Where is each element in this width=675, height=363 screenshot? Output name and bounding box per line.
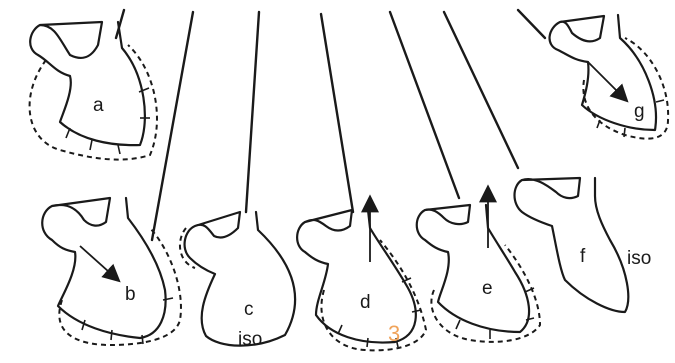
heart-d: d 3 bbox=[297, 198, 426, 350]
label-f: f bbox=[580, 246, 586, 267]
label-a: a bbox=[93, 95, 104, 116]
page-mark: 3 bbox=[388, 321, 400, 346]
label-c: c bbox=[244, 299, 254, 320]
connector-b bbox=[152, 12, 193, 240]
heart-f: f iso bbox=[515, 178, 652, 312]
heart-a: a bbox=[30, 22, 157, 160]
connector-d bbox=[321, 14, 353, 212]
label-c-state: iso bbox=[238, 329, 262, 350]
heart-b: b bbox=[42, 198, 181, 345]
connector-lines bbox=[116, 10, 545, 240]
connector-f bbox=[444, 12, 518, 168]
heart-g: g bbox=[550, 15, 669, 139]
connector-e bbox=[390, 12, 459, 198]
label-g: g bbox=[634, 101, 645, 122]
label-b: b bbox=[125, 284, 136, 305]
connector-g bbox=[518, 10, 545, 38]
heart-c: c iso bbox=[180, 212, 295, 350]
connector-c bbox=[246, 12, 259, 212]
label-e: e bbox=[482, 278, 493, 299]
label-f-state: iso bbox=[627, 248, 651, 269]
label-d: d bbox=[360, 292, 371, 313]
